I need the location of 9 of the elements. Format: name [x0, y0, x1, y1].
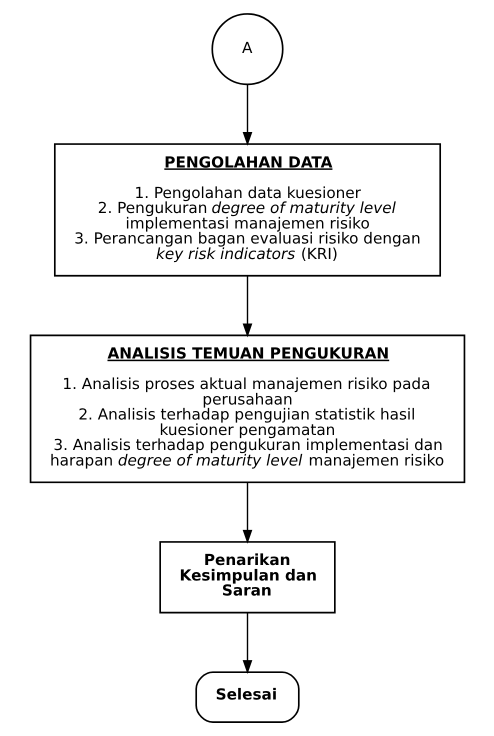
node-box: ANALISIS TEMUAN PENGUKURAN 1. Analisis proses aktual manajemen risiko pada perusahaan 2. Analisis terhadap pengujian statistik hasil kuesioner pengamatan 3. Analisis terhadap pengukuran implementasi dan harapan degree of maturity level manajemen risiko: [29, 334, 465, 484]
arrow: [242, 84, 252, 146]
arrow: [242, 613, 252, 674]
node-box: PENGOLAHAN DATA 1. Pengolahan data kuesioner 2. Pengukuran degree of maturity level implementasi manajemen risiko 3. Perancangan bagan evaluasi risiko dengan key risk indicators (KRI): [53, 143, 441, 277]
node-box: Penarikan Kesimpulan dan Saran: [158, 541, 336, 614]
arrow: [242, 276, 252, 338]
node-circle: A: [210, 13, 284, 86]
node-box: Selesai: [194, 671, 300, 723]
arrow: [242, 482, 252, 544]
